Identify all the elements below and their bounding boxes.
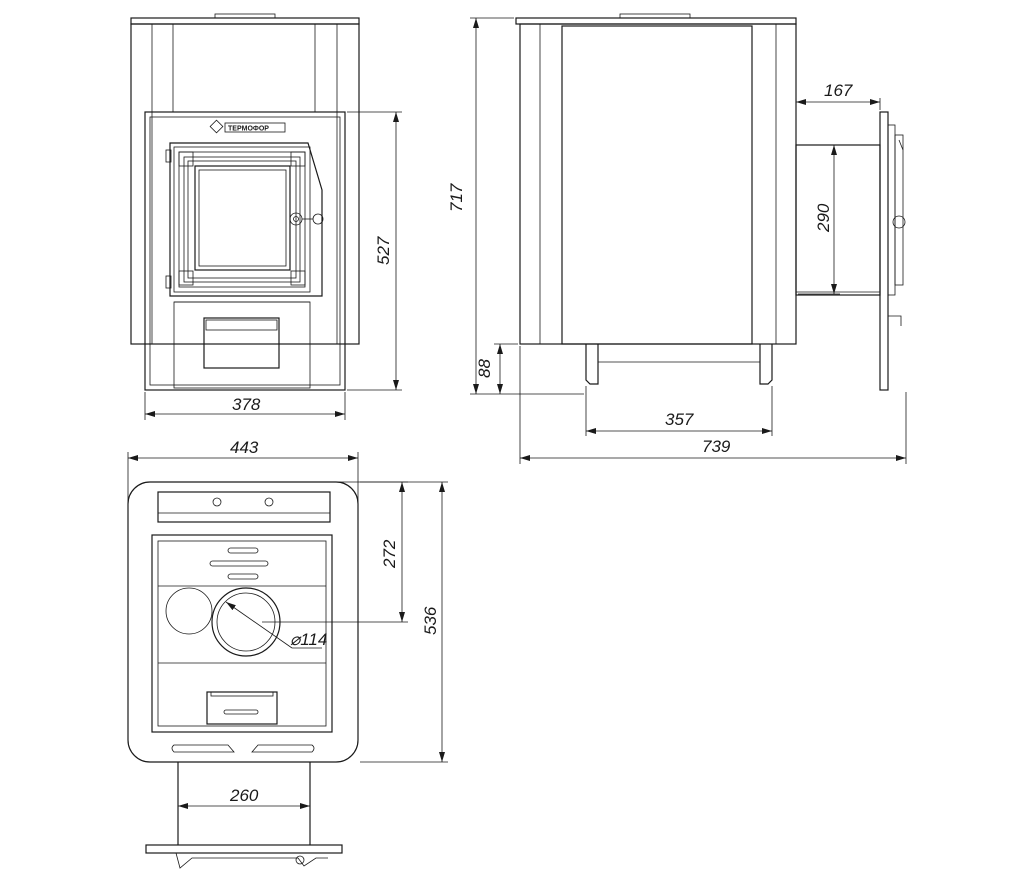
dim-overall-width: 443 [230,438,259,457]
dim-overall-depth: 739 [702,437,731,456]
door-handle-icon [289,212,324,226]
front-view: TEPMOФOP [130,13,402,420]
burner-small [165,587,213,635]
side-view: 717 88 167 290 357 739 [447,13,907,464]
dim-tunnel-length: 167 [824,81,853,100]
stove-legs [585,344,773,385]
dim-tunnel-width: 260 [229,786,259,805]
dim-flue-diameter: ⌀114 [290,630,327,649]
dim-overall-height: 717 [447,183,466,212]
fuel-tunnel [795,111,906,391]
dim-front-width: 378 [232,395,261,414]
dim-leg-height: 88 [475,359,494,378]
ash-drawer [203,317,280,369]
brand-logo-text: TEPMOФOP [228,126,269,133]
dim-leg-spacing: 357 [665,410,694,429]
brand-logo: TEPMOФOP [209,119,286,134]
dim-burner-offset: 272 [380,539,399,569]
dim-top-depth: 536 [421,606,440,635]
dim-tunnel-height: 290 [814,203,833,233]
dim-front-height: 527 [374,236,393,265]
top-view: 443 ⌀114 [127,438,448,869]
fire-door [165,142,324,297]
